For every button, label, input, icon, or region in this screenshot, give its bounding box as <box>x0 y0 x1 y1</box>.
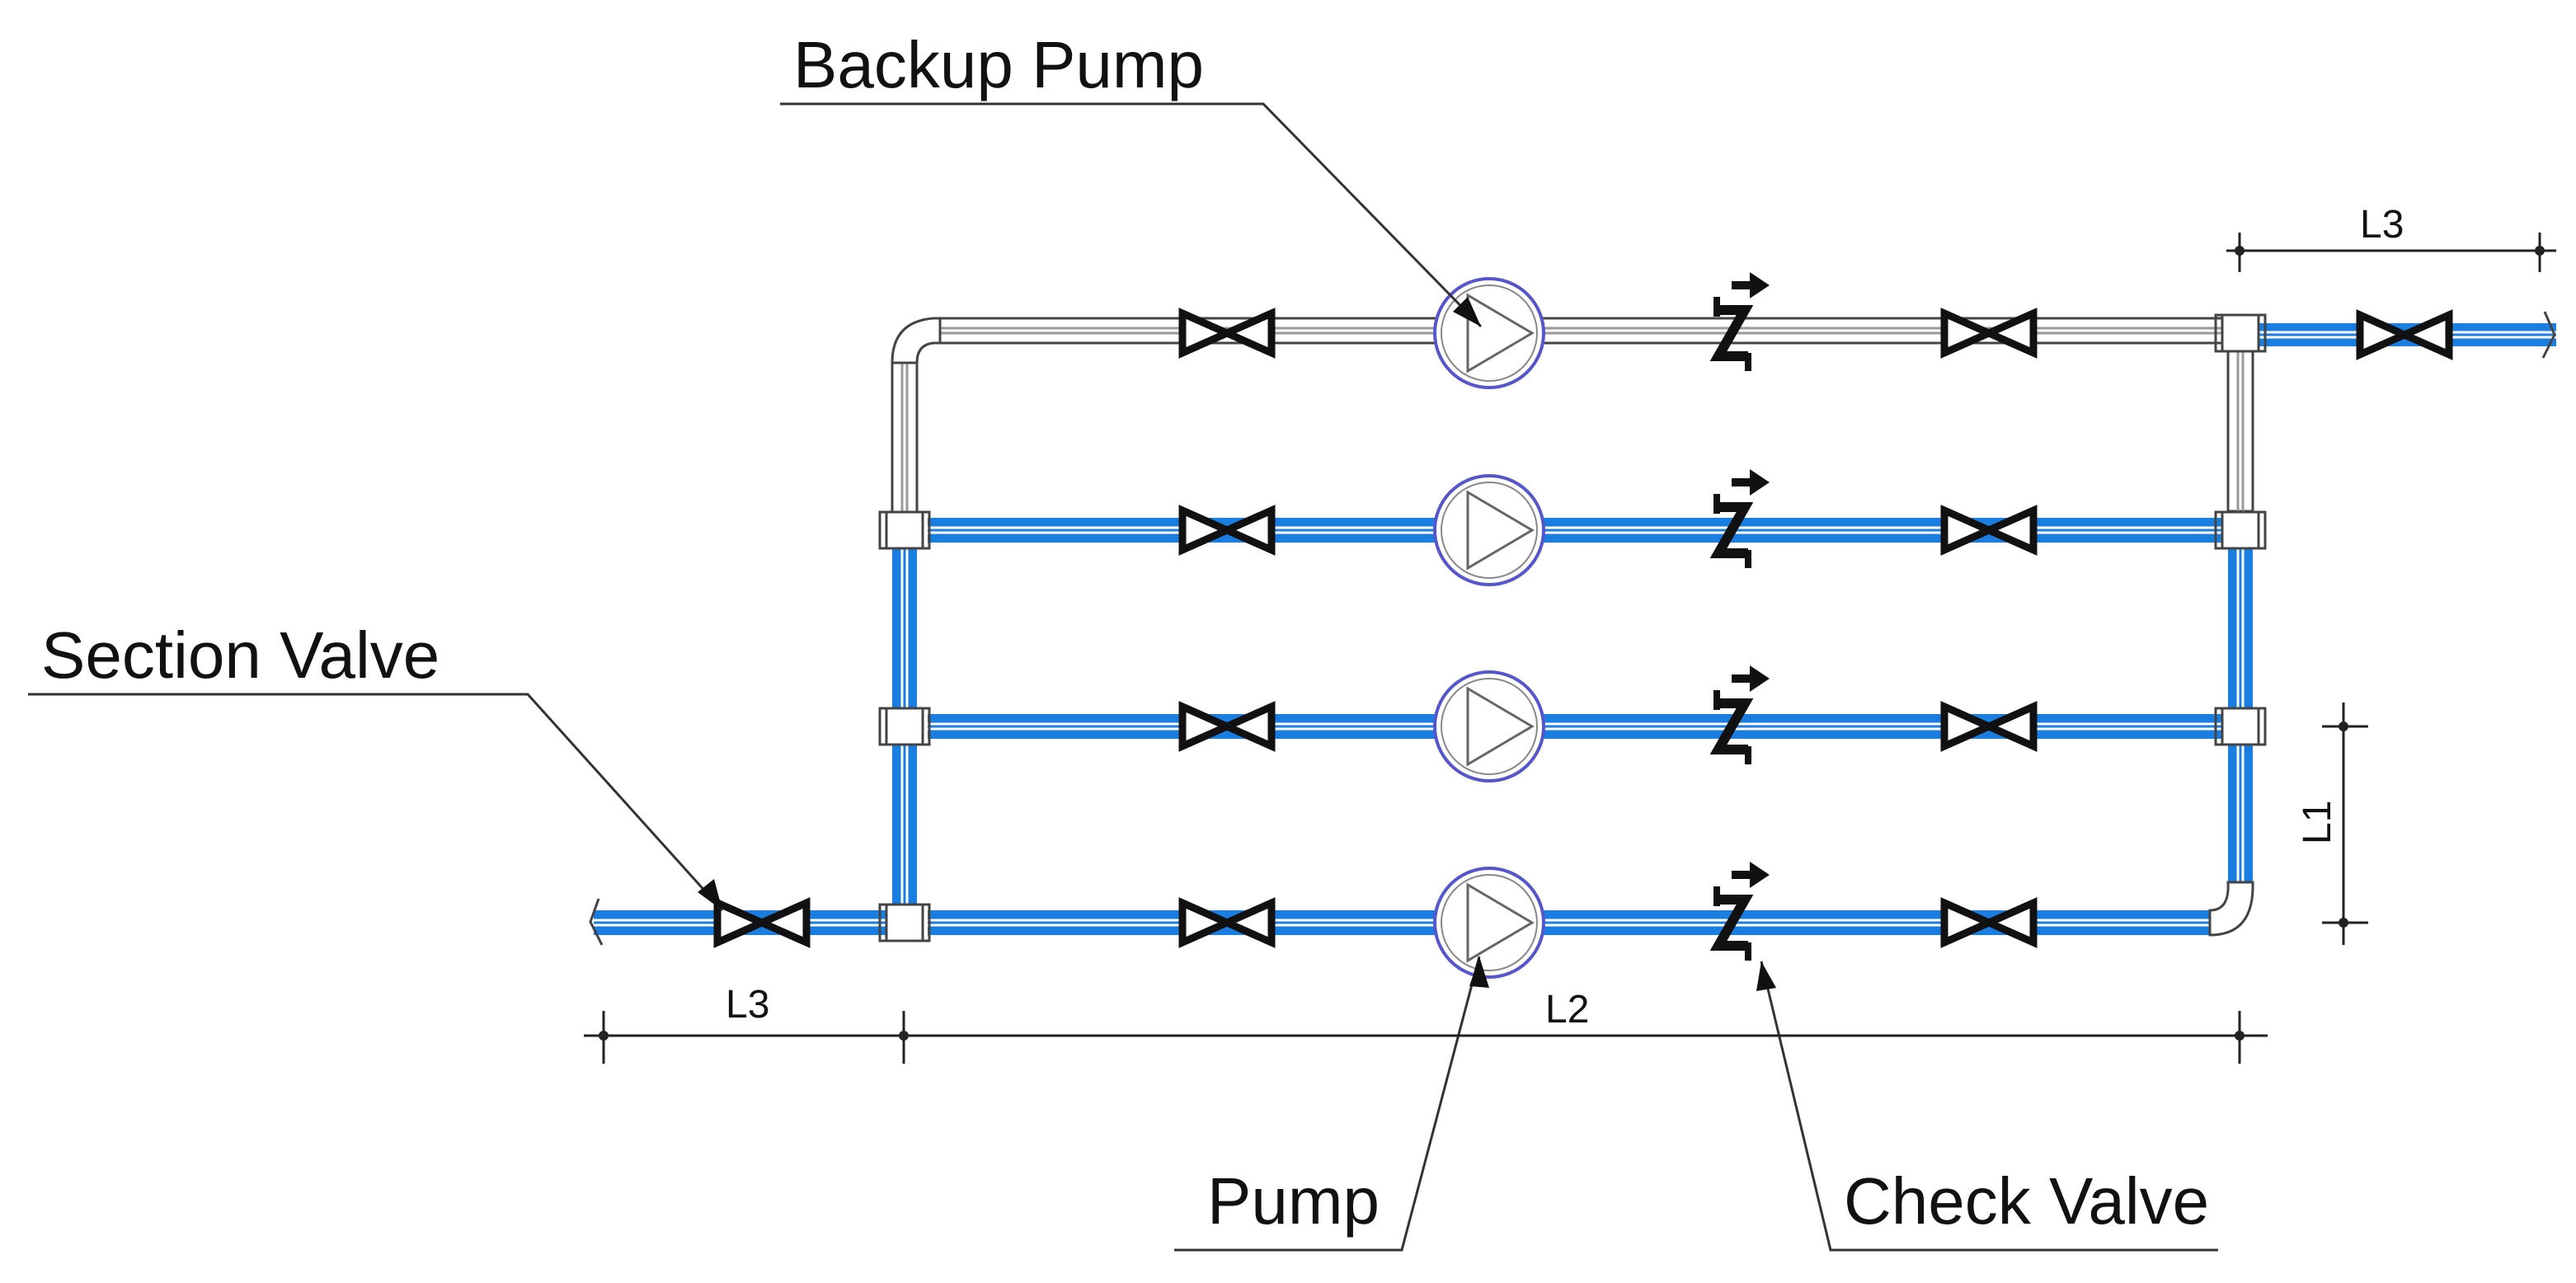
elbow-fitting-icon <box>891 317 2254 937</box>
dimension-l1: L1 <box>2296 801 2339 844</box>
backup-pump-label: Backup Pump <box>793 28 1204 101</box>
leader-lines <box>28 102 2218 1252</box>
dimension-l2: L2 <box>1545 988 1589 1032</box>
section-valve-label: Section Valve <box>41 618 440 692</box>
tee-fitting-icon <box>878 313 2267 942</box>
gate-valve-icon <box>717 313 2449 942</box>
leader-arrowheads <box>698 297 1776 991</box>
pump-icon <box>1433 277 1545 979</box>
dimension-l3-bottom: L3 <box>726 983 769 1027</box>
dimension-ticks <box>599 246 2545 1041</box>
active-branch-pipes <box>589 311 2556 946</box>
dimension-l3-top: L3 <box>2360 203 2404 247</box>
check-valve-icon <box>1717 242 1770 964</box>
check-valve-label: Check Valve <box>1844 1164 2209 1238</box>
backup-branch-pipe <box>891 317 2254 521</box>
pump-label: Pump <box>1207 1164 1380 1238</box>
